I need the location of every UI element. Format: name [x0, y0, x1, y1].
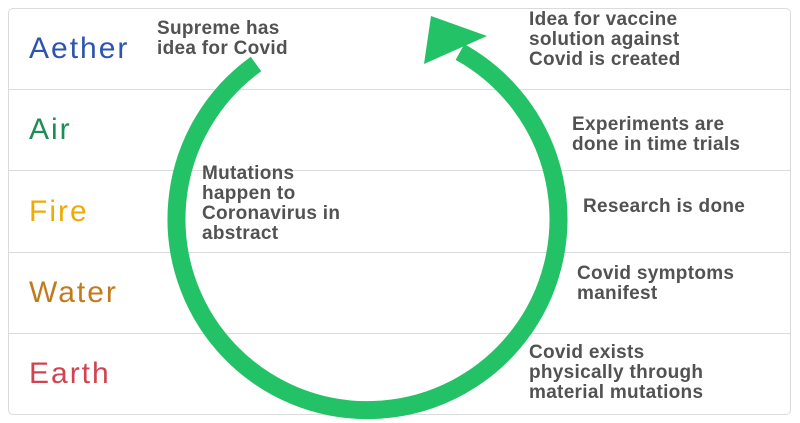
annotation-mutations: Mutations happen to Coronavirus in abstr… [202, 163, 341, 244]
element-label-fire: Fire [29, 194, 89, 228]
element-label-water: Water [29, 275, 118, 309]
element-label-aether: Aether [29, 32, 130, 66]
annotation-experiments: Experiments are done in time trials [572, 114, 741, 155]
annotation-research: Research is done [583, 196, 746, 217]
annotation-vaccine-idea: Idea for vaccine solution against Covid … [529, 9, 681, 70]
row-earth: Earth [9, 334, 790, 414]
element-label-earth: Earth [29, 356, 111, 390]
element-label-air: Air [29, 113, 72, 147]
annotation-supreme-idea: Supreme has idea for Covid [157, 18, 288, 59]
annotation-material: Covid exists physically through material… [529, 342, 704, 403]
annotation-symptoms: Covid symptoms manifest [577, 263, 735, 304]
